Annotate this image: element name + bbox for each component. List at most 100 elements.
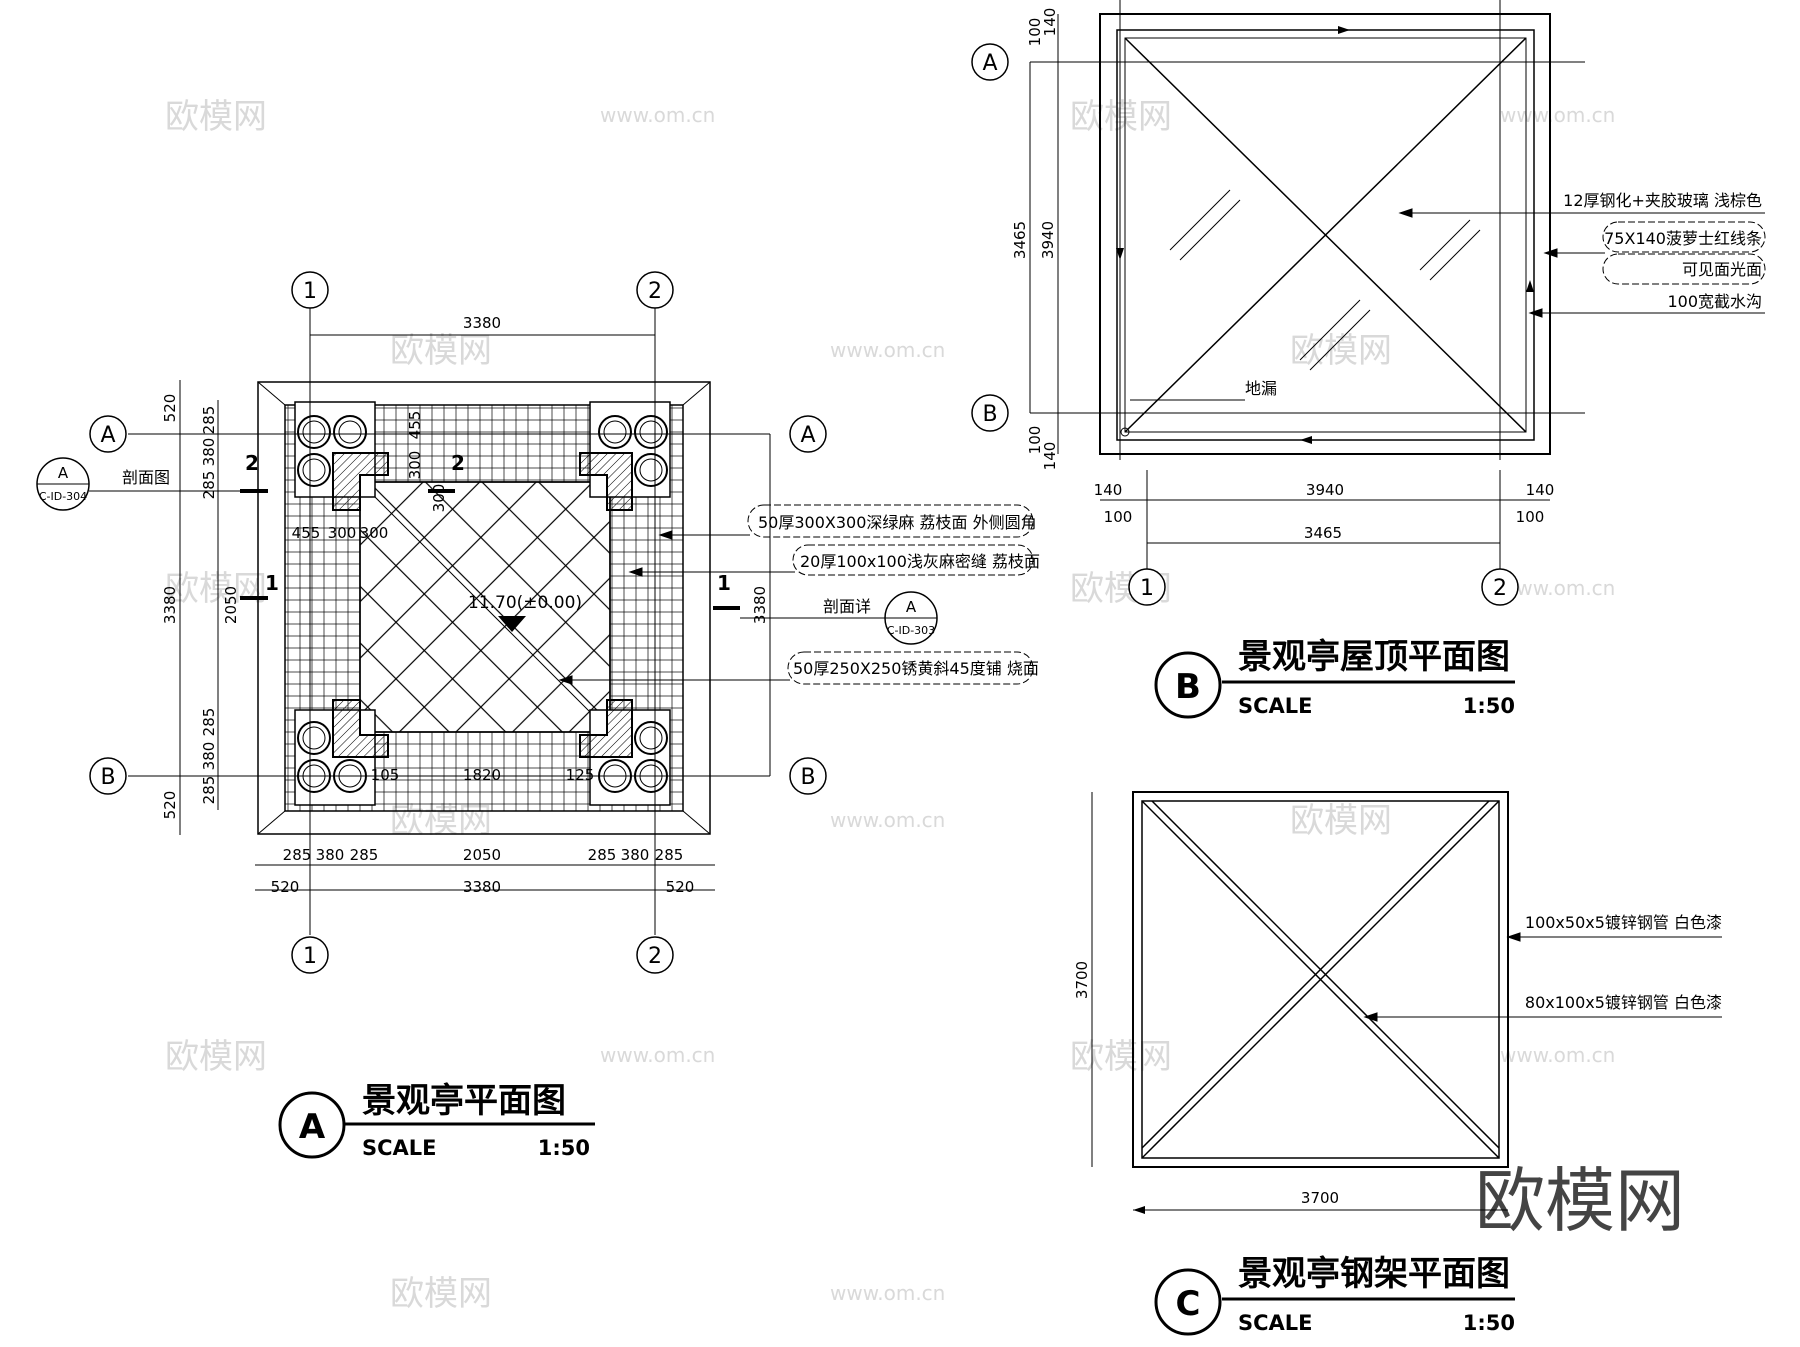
plan-a-dims-left-bottom: 520 [161, 791, 179, 820]
plan-a-dims-bottom-d5: 380 [621, 846, 650, 864]
plan-a-dims-bottom-right: 520 [666, 878, 695, 896]
watermark-brand: 欧模网 [165, 569, 267, 609]
plan-c-dim-bottom: 3700 [1301, 1189, 1339, 1207]
plan-a-dims-inner-b: 300 [328, 524, 357, 542]
plan-a-dims-inner-w1: 105 [371, 766, 400, 784]
plan-b-dims-left-a: 100 [1026, 18, 1044, 47]
watermark-url: www.om.cn [1500, 103, 1615, 127]
plan-a-grid-bubbles [89, 271, 827, 974]
column-cluster-bottom-left [294, 699, 389, 806]
watermark-url: www.om.cn [1500, 1043, 1615, 1067]
plan-b-dims-left-d: 140 [1041, 442, 1059, 471]
material-note: 80x100x5镀锌钢管 白色漆 [1525, 993, 1722, 1012]
plan-a-dims-left-mid: 2050 [222, 586, 240, 624]
plan-a-scale-label: SCALE [362, 1136, 437, 1160]
plan-c-scale-value: 1:50 [1463, 1311, 1515, 1335]
watermark-brand-large: 欧模网 [1475, 1160, 1685, 1242]
title-badge-a [278, 1091, 346, 1159]
plan-a-badge: A [299, 1107, 326, 1147]
column-cluster-bottom-right [579, 699, 671, 806]
plan-a-floor-plan: 1 2 1 2 A A B B 3380 285 380 285 2050 28… [36, 271, 1040, 1160]
plan-b-dims-bottom-r2: 100 [1516, 508, 1545, 526]
plan-a-dims-inner-v2: 300 [406, 451, 424, 480]
watermark-brand: 欧模网 [165, 97, 267, 137]
grid-label-col2: 2 [648, 279, 662, 304]
frame-inner [1141, 800, 1500, 1159]
plan-b-dims-left-outer: 3940 [1039, 221, 1057, 259]
plan-a-dims-bottom-mid: 2050 [463, 846, 501, 864]
plan-b-dims-left-b: 140 [1041, 8, 1059, 37]
roof-outer [1099, 13, 1551, 455]
plan-b-grid-rowB: B [982, 402, 997, 427]
plan-b-badge: B [1175, 667, 1201, 707]
elevation-label: 11.70(±0.00) [468, 593, 582, 613]
watermark-brand: 欧模网 [390, 331, 492, 371]
material-note: 100x50x5镀锌钢管 白色漆 [1525, 913, 1722, 932]
plan-a-dims-inner-a: 455 [292, 524, 321, 542]
plan-a-scale-value: 1:50 [538, 1136, 590, 1160]
plan-a-dims-bottom-d4: 285 [588, 846, 617, 864]
section-label: 剖面图 [122, 468, 170, 487]
watermark-brand: 欧模网 [1290, 801, 1392, 841]
title-c: 景观亭钢架平面图 [1238, 1254, 1510, 1294]
plan-a-dims-left-b1: 285 [200, 708, 218, 737]
plan-c-steel-frame-plan: 3700 3700 100x50x5镀锌钢管 白色漆 80x100x5镀锌钢管 … [1073, 791, 1722, 1336]
title-b: 景观亭屋顶平面图 [1238, 637, 1510, 677]
plan-a-dims-inner-w2: 1820 [463, 766, 501, 784]
plan-a-dims-bottom-d1: 285 [283, 846, 312, 864]
watermark-url: www.om.cn [1500, 576, 1615, 600]
plan-b-scale-label: SCALE [1238, 694, 1313, 718]
watermarks: 欧模网 www.om.cn 欧模网 www.om.cn 欧模网 www.om.c… [165, 97, 1685, 1314]
plan-a-base-outline [257, 381, 711, 835]
grid-label-col1: 1 [303, 944, 317, 969]
plan-b-grid-rowA: A [982, 51, 997, 76]
plan-b-dims-bottom-r1: 140 [1526, 481, 1555, 499]
grid-label-rowA: A [100, 423, 115, 448]
plan-b-scale-value: 1:50 [1463, 694, 1515, 718]
material-note: 75X140菠萝士红线条 [1604, 229, 1762, 248]
plan-a-dims-inner-v1: 455 [406, 411, 424, 440]
watermark-url: www.om.cn [830, 808, 945, 832]
plan-a-detail-badge-code: C-ID-303 [887, 624, 935, 637]
watermark-url: www.om.cn [830, 338, 945, 362]
column-cluster-top-right [579, 401, 671, 511]
material-note: 50厚300X300深绿麻 荔枝面 外侧圆角 [758, 513, 1037, 532]
plan-a-dims-bottom-d6: 285 [655, 846, 684, 864]
title-badge-c [1154, 1268, 1222, 1336]
plan-a-dims-bottom-overall: 3380 [463, 878, 501, 896]
plan-a-section-badge-letter: A [58, 464, 69, 482]
frame-outer [1132, 791, 1509, 1168]
watermark-brand: 欧模网 [165, 1037, 267, 1077]
plan-a-dims-inner-w3: 125 [566, 766, 595, 784]
grid-label-rowB: B [100, 765, 115, 790]
plan-b-dims-bottom-l2: 100 [1104, 508, 1133, 526]
plan-a-dims-left-b3: 285 [200, 776, 218, 805]
plan-a-dims-right-overall: 3380 [751, 586, 769, 624]
watermark-brand: 欧模网 [1070, 1037, 1172, 1077]
grid-label-col1: 1 [303, 279, 317, 304]
plan-a-dims-inner-v3: 300 [430, 484, 448, 513]
detail-label: 剖面详 [823, 597, 871, 616]
plan-a-dims-bottom-d3: 285 [350, 846, 379, 864]
material-note: 可见面光面 [1682, 260, 1762, 279]
plan-b-grid-col1: 1 [1140, 576, 1154, 601]
plan-b-dims-left-c: 100 [1026, 426, 1044, 455]
drain-icon [1120, 427, 1130, 437]
material-note: 100宽截水沟 [1667, 292, 1762, 311]
plan-b-dims-bottom-overall: 3940 [1306, 481, 1344, 499]
plan-a-section-mark-2: 2 [245, 451, 259, 475]
plan-a-dims-left-b2: 380 [200, 742, 218, 771]
plan-b-dims-bottom-l1: 140 [1094, 481, 1123, 499]
watermark-url: www.om.cn [600, 1043, 715, 1067]
plan-a-dims-bottom-d2: 380 [316, 846, 345, 864]
roof-inner [1116, 29, 1535, 441]
dim-top-overall: 3380 [463, 314, 501, 332]
column-cluster-top-left [294, 401, 389, 511]
plan-c-dim-left: 3700 [1073, 961, 1091, 999]
plan-a-dims-left-middle: 3380 [161, 586, 179, 624]
elevation-triangle [498, 616, 526, 632]
plan-a-detail-badge-letter: A [906, 598, 917, 616]
plan-a-dims-left-t1: 285 [200, 406, 218, 435]
material-note: 12厚钢化+夹胶玻璃 浅棕色 [1563, 191, 1762, 210]
